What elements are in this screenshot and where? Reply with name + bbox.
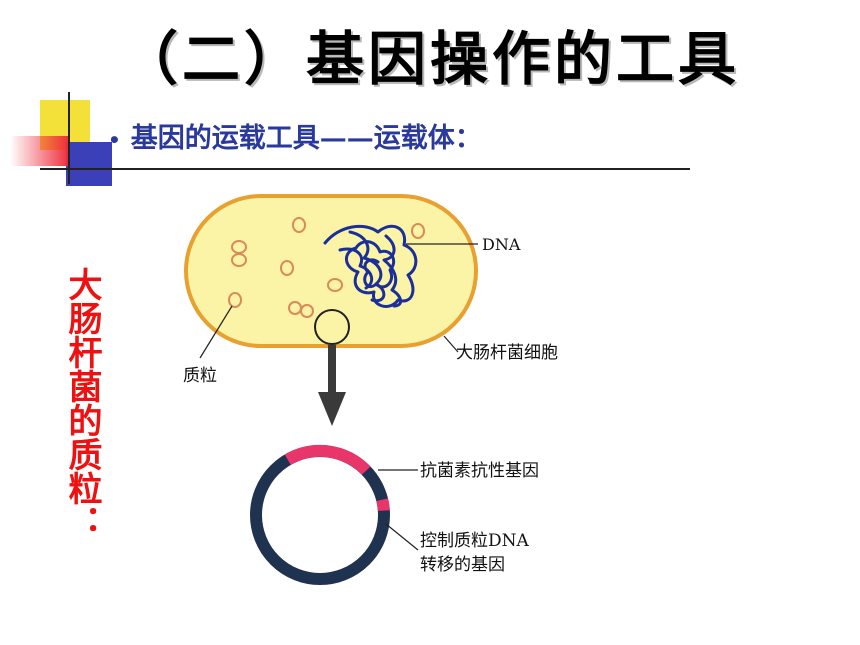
plasmid-small [300, 304, 314, 318]
page-title: （二）基因操作的工具 [119, 25, 740, 93]
bullet-dot: • [108, 127, 121, 152]
ring-antibiotic-segment [284, 444, 371, 475]
label-dna: DNA [482, 235, 521, 254]
bullet-text: 基因的运载工具——运载体： [130, 123, 482, 154]
leader-lines [199, 243, 478, 551]
label-cell: 大肠杆菌细胞 [456, 343, 558, 363]
decor-red-bar [10, 136, 70, 166]
side-caption: 大肠杆菌的质粒： [62, 267, 102, 539]
cell-body [184, 194, 478, 348]
small-plasmids [228, 217, 425, 318]
decor-blue-square [66, 142, 112, 186]
plasmid-small [327, 278, 343, 292]
bullet-heading: • 基因的运载工具——运载体： [108, 116, 482, 155]
decor-horizontal-line [40, 168, 690, 170]
label-plasmid: 质粒 [183, 366, 217, 386]
plasmid-small [411, 223, 425, 239]
decor-vertical-line [68, 92, 70, 184]
label-replication-gene-line2: 转移的基因 [420, 555, 505, 575]
plasmid-small [280, 260, 294, 276]
plasmid-small [228, 292, 242, 308]
dna-coil [323, 224, 418, 308]
plasmid-small [292, 217, 306, 233]
label-antibiotic-gene: 抗菌素抗性基因 [420, 461, 539, 481]
big-plasmid-ring [250, 444, 390, 585]
ring-small-segment [376, 498, 390, 512]
magnify-circle [314, 309, 350, 345]
label-replication-gene-line1: 控制质粒DNA [420, 531, 530, 551]
arrow-head [318, 392, 346, 426]
plasmid-small [231, 253, 247, 267]
